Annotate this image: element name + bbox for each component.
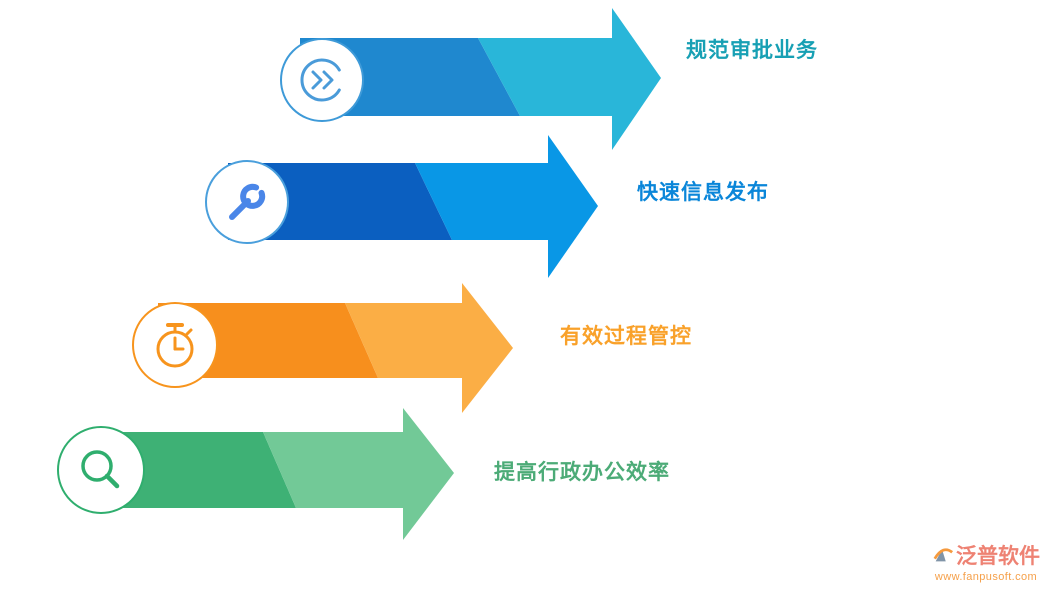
stopwatch-icon bbox=[156, 323, 194, 368]
pie-chart-arrow-icon bbox=[300, 58, 341, 102]
wrench-icon bbox=[229, 183, 266, 220]
arrow-head bbox=[462, 283, 513, 413]
arrow-body-light bbox=[345, 303, 462, 378]
arrow-banner bbox=[205, 135, 598, 278]
arrow-head bbox=[612, 8, 661, 150]
arrow-body-light bbox=[478, 38, 612, 116]
arrow-label: 有效过程管控 bbox=[560, 325, 692, 348]
watermark-url: www.fanpusoft.com bbox=[934, 571, 1038, 583]
arrow-label: 规范审批业务 bbox=[686, 39, 818, 62]
fanpu-logo-icon bbox=[933, 548, 954, 562]
arrow-banner bbox=[132, 283, 513, 413]
arrow-label: 提高行政办公效率 bbox=[494, 461, 670, 484]
arrow-label: 快速信息发布 bbox=[637, 181, 769, 204]
icon-circle bbox=[57, 426, 145, 514]
arrow-head bbox=[403, 408, 454, 540]
arrow-head bbox=[548, 135, 598, 278]
arrow-banner bbox=[280, 8, 661, 150]
magnifier-icon bbox=[81, 450, 120, 489]
arrow-body-light bbox=[263, 432, 403, 508]
watermark-brand: 泛普软件 bbox=[956, 545, 1040, 568]
watermark: 泛普软件 www.fanpusoft.com bbox=[932, 540, 1040, 583]
arrow-banner bbox=[57, 408, 454, 540]
watermark-brand-row: 泛普软件 bbox=[932, 540, 1040, 570]
arrow-body-light bbox=[415, 163, 548, 240]
